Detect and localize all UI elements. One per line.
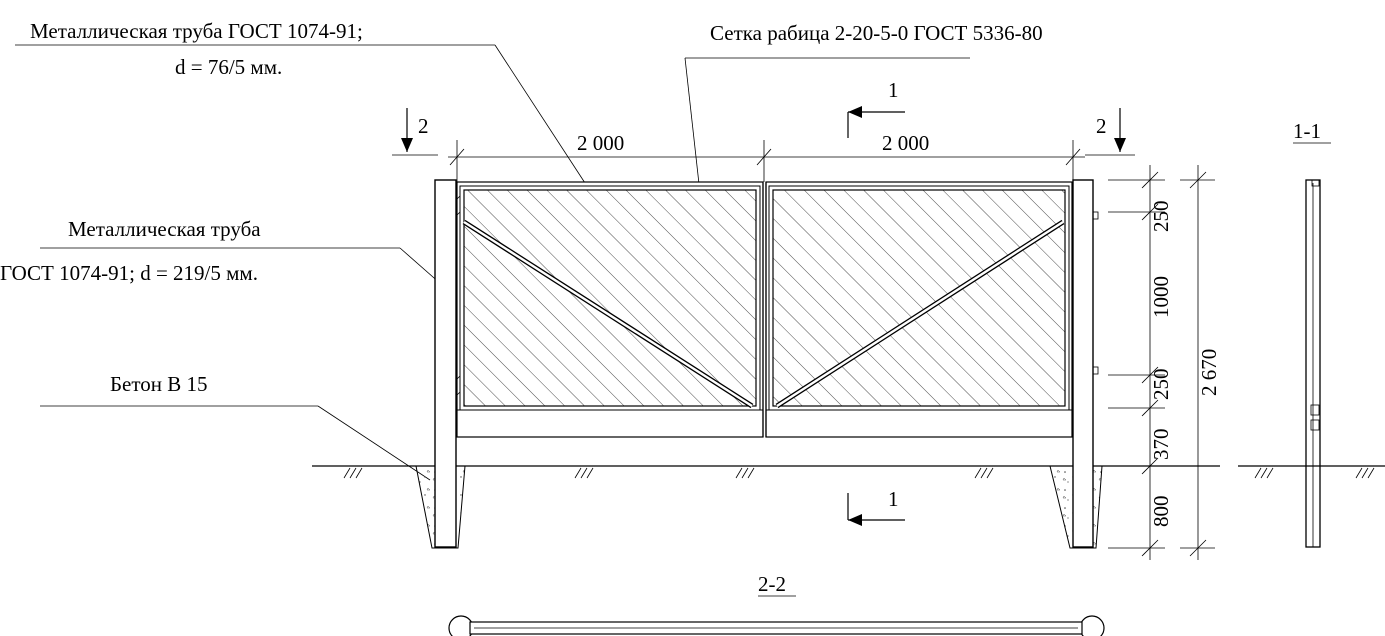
leader-pipe-small xyxy=(15,44,586,184)
section-1-1-title: 1-1 xyxy=(1293,119,1321,143)
section-2-2-title: 2-2 xyxy=(758,572,786,596)
post-right xyxy=(1072,179,1094,548)
leader-concrete xyxy=(40,405,431,481)
cut-mark-2-left xyxy=(392,108,438,156)
dim-leaf-right: 2 000 xyxy=(882,131,929,155)
dim-top-frame: 250 xyxy=(1149,201,1173,233)
dim-leaf-left: 2 000 xyxy=(577,131,624,155)
post-left xyxy=(434,179,457,548)
gate-leaf-right xyxy=(765,181,1073,438)
label-pipe-small-line1: Металлическая труба ГОСТ 1074-91; xyxy=(30,19,363,43)
dim-total-height-label: 2 670 xyxy=(1197,349,1221,396)
section-2-2-view xyxy=(448,615,1105,636)
dim-total-height xyxy=(1180,165,1215,560)
gate-leaf-left xyxy=(456,181,764,438)
label-pipe-big-line2: ГОСТ 1074-91; d = 219/5 мм. xyxy=(0,261,258,285)
hinges xyxy=(455,195,1099,397)
dim-bottom-frame: 250 xyxy=(1149,369,1173,401)
label-pipe-big-line1: Металлическая труба xyxy=(68,217,261,241)
cut-2-left-label: 2 xyxy=(418,114,429,138)
cut-mark-1-top xyxy=(847,106,905,138)
label-mesh: Сетка рабица 2-20-5-0 ГОСТ 5336-80 xyxy=(710,21,1043,45)
dim-leaf-widths xyxy=(448,140,1085,182)
gate-center-seam xyxy=(762,182,767,437)
cut-mark-2-right xyxy=(1085,108,1135,156)
dim-vertical-chain xyxy=(1108,165,1165,560)
section-1-1-view xyxy=(1238,179,1385,548)
dim-gap-to-ground: 370 xyxy=(1149,429,1173,461)
cut-2-right-label: 2 xyxy=(1096,114,1107,138)
cut-1-bottom-label: 1 xyxy=(888,487,899,511)
dim-foundation: 800 xyxy=(1149,496,1173,528)
label-concrete: Бетон В 15 xyxy=(110,372,208,396)
cut-1-top-label: 1 xyxy=(888,78,899,102)
label-pipe-small-line2: d = 76/5 мм. xyxy=(175,55,282,79)
cut-mark-1-bottom xyxy=(847,493,905,526)
dim-mesh-height: 1000 xyxy=(1149,276,1173,318)
